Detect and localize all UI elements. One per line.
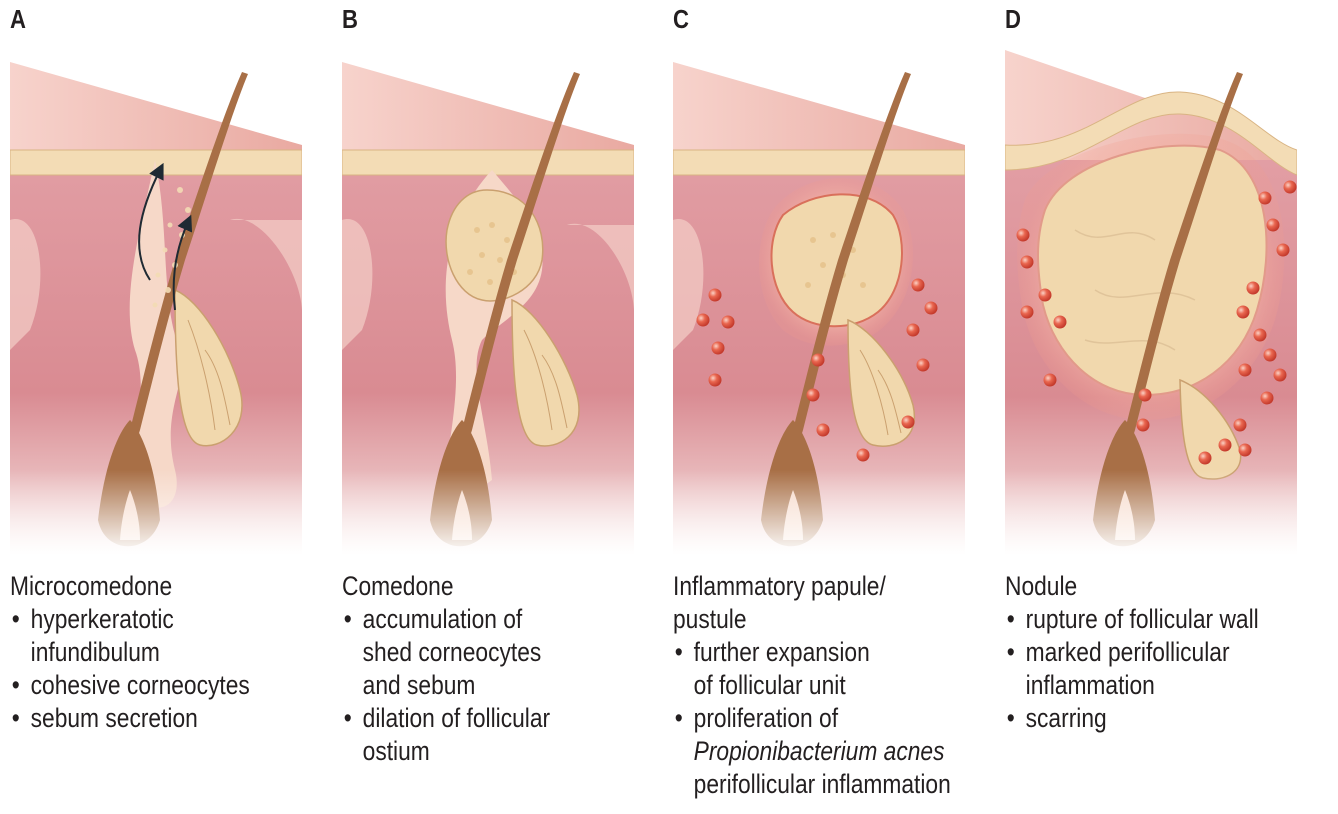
panel-letter: A [10,4,26,35]
panel-letter: D [1005,4,1021,35]
inflammatory-papule-illustration [673,50,965,555]
panel-d: D [1005,0,1305,814]
bullet-item: cohesive corneocytes [10,669,298,702]
bullet-item: rupture of follicular wall [1005,603,1293,636]
panel-a: A Microcomedone hyperkeratoticinfundibul… [10,0,310,814]
bullet-item: scarring [1005,702,1293,735]
bullet-list: rupture of follicular wall marked perifo… [1005,603,1293,735]
organism-name: Propionibacterium acnes [694,736,945,766]
panel-letter: B [342,4,358,35]
caption-a: Microcomedone hyperkeratoticinfundibulum… [10,570,298,735]
nodule-illustration [1005,50,1297,555]
caption-title: Nodule [1005,570,1293,603]
caption-title: Inflammatory papule/pustule [673,570,961,636]
caption-title: Microcomedone [10,570,298,603]
caption-c: Inflammatory papule/pustule further expa… [673,570,961,801]
microcomedone-illustration [10,50,302,555]
comedone-illustration [342,50,634,555]
panel-letter: C [673,4,689,35]
caption-title: Comedone [342,570,630,603]
panel-c: C [673,0,973,814]
caption-d: Nodule rupture of follicular wall marked… [1005,570,1293,735]
bullet-item: sebum secretion [10,702,298,735]
